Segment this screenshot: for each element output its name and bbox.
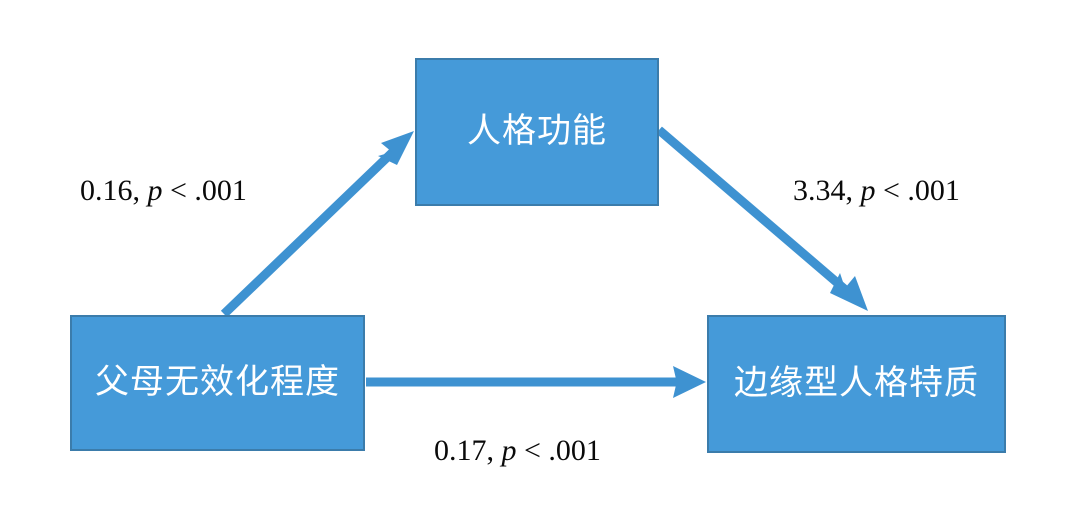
path-a-separator: , — [132, 174, 148, 207]
arrow-path-c — [366, 366, 706, 398]
path-a-p-symbol: p — [147, 174, 163, 207]
path-b-p-comparison: < .001 — [875, 174, 960, 207]
path-a-p-comparison: < .001 — [162, 174, 247, 207]
path-label-a: 0.16, p < .001 — [80, 176, 247, 206]
path-c-p-symbol: p — [501, 434, 517, 467]
path-c-p-comparison: < .001 — [516, 434, 601, 467]
path-c-separator: , — [486, 434, 502, 467]
arrow-path-b — [656, 126, 868, 311]
path-a-coefficient: 0.16 — [80, 174, 133, 207]
node-predictor[interactable]: 父母无效化程度 — [70, 315, 365, 451]
path-b-p-symbol: p — [860, 174, 876, 207]
path-b-coefficient: 3.34 — [793, 174, 846, 207]
arrow-path-a — [220, 131, 414, 318]
node-mediator[interactable]: 人格功能 — [415, 58, 659, 206]
node-outcome[interactable]: 边缘型人格特质 — [707, 315, 1006, 453]
node-predictor-label: 父母无效化程度 — [95, 364, 340, 401]
node-mediator-label: 人格功能 — [467, 113, 607, 150]
path-c-coefficient: 0.17 — [434, 434, 487, 467]
path-label-c: 0.17, p < .001 — [434, 436, 601, 466]
path-label-b: 3.34, p < .001 — [793, 176, 960, 206]
node-outcome-label: 边缘型人格特质 — [734, 365, 979, 402]
path-b-separator: , — [845, 174, 861, 207]
